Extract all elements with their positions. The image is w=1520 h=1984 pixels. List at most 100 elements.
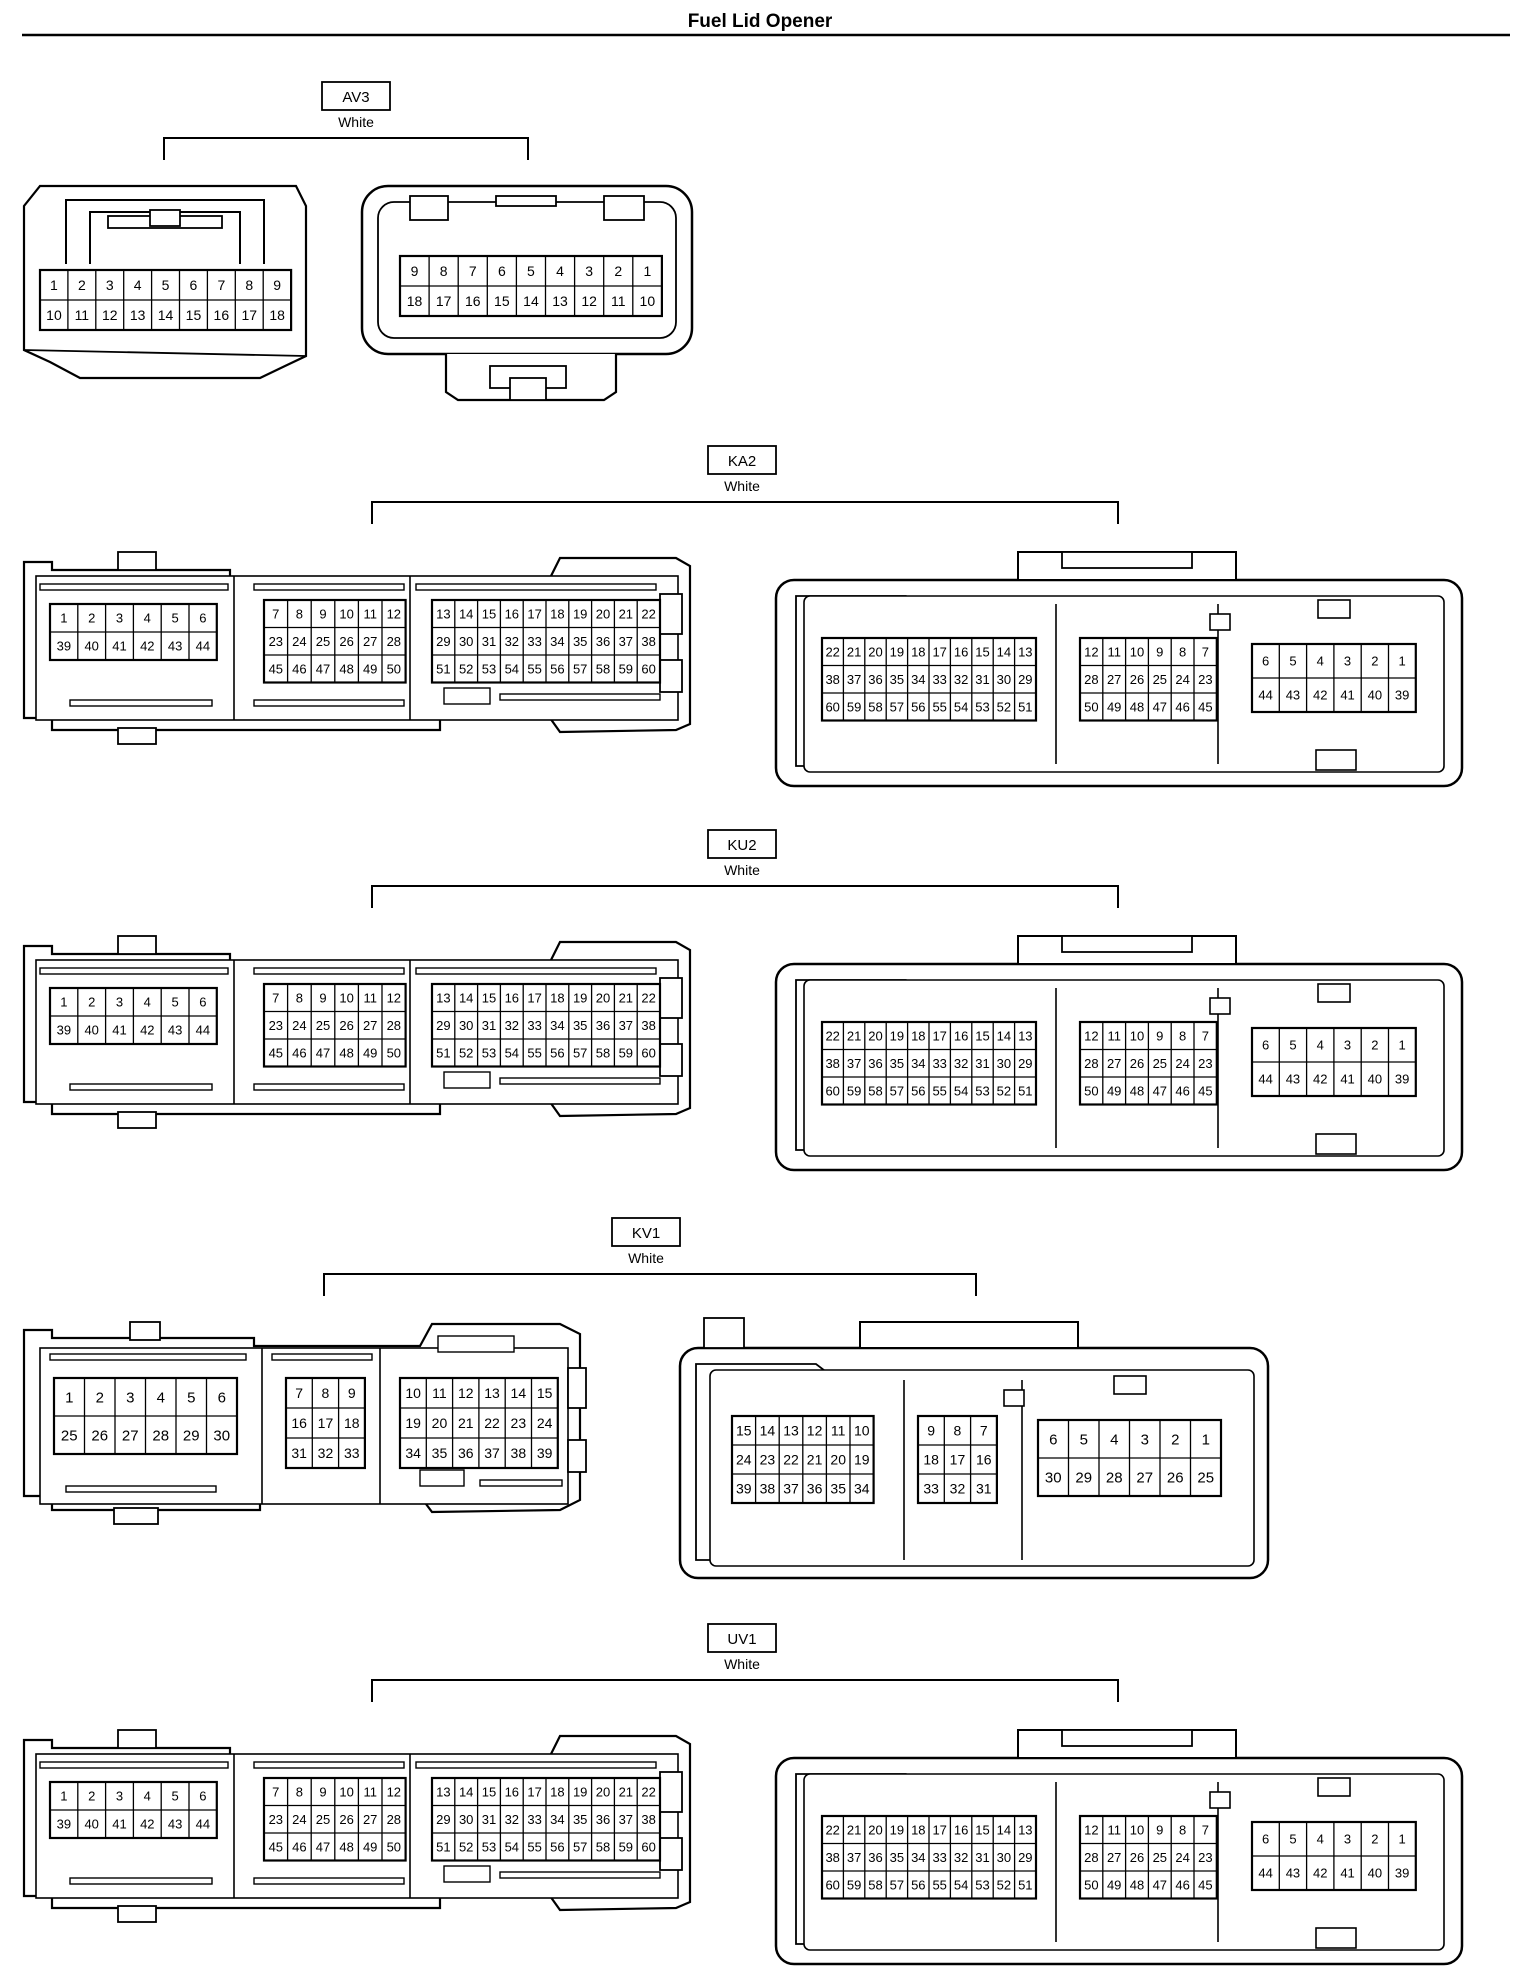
pin-number: 8 bbox=[1179, 1028, 1186, 1043]
pin-number: 21 bbox=[847, 1028, 861, 1043]
pin-number: 4 bbox=[1110, 1431, 1118, 1448]
pin-number: 11 bbox=[75, 307, 90, 323]
rib bbox=[65, 1485, 217, 1493]
pin-number: 35 bbox=[432, 1445, 448, 1461]
pin-number: 11 bbox=[1107, 1028, 1121, 1043]
pin-number: 10 bbox=[46, 307, 62, 323]
pin-number: 13 bbox=[484, 1385, 500, 1401]
pin-number: 1 bbox=[60, 611, 67, 626]
pin-number: 36 bbox=[868, 1056, 882, 1071]
pin-number: 50 bbox=[1084, 699, 1098, 714]
pin-number: 9 bbox=[319, 606, 326, 621]
pin-number: 46 bbox=[1175, 1083, 1189, 1098]
pin-number: 15 bbox=[975, 1822, 989, 1837]
pin-number: 25 bbox=[61, 1427, 78, 1444]
pin-number: 3 bbox=[585, 263, 593, 279]
rib bbox=[69, 699, 213, 707]
pin-number: 17 bbox=[241, 307, 257, 323]
pin-number: 29 bbox=[1075, 1469, 1092, 1486]
lock-window bbox=[659, 1837, 683, 1871]
pin-number: 10 bbox=[640, 293, 656, 309]
pin-number: 47 bbox=[316, 1045, 330, 1060]
pin-number: 31 bbox=[976, 1481, 992, 1497]
pin-number: 60 bbox=[641, 1045, 655, 1060]
pin-number: 45 bbox=[1198, 1083, 1212, 1098]
lock-window bbox=[659, 593, 683, 635]
pin-number: 3 bbox=[1344, 654, 1351, 669]
housing-edge bbox=[23, 349, 307, 357]
connector-id-box bbox=[321, 81, 391, 111]
pin-number: 13 bbox=[1018, 1028, 1032, 1043]
pin-number: 8 bbox=[440, 263, 448, 279]
pin-number: 20 bbox=[868, 644, 882, 659]
key-slot bbox=[603, 195, 645, 221]
pin-number: 36 bbox=[868, 1850, 882, 1865]
pin-number: 40 bbox=[1368, 688, 1382, 703]
pin-number: 38 bbox=[825, 1850, 839, 1865]
pin-number: 25 bbox=[1153, 672, 1167, 687]
rib bbox=[443, 1071, 491, 1089]
pin-number: 7 bbox=[217, 277, 225, 293]
pin-number: 27 bbox=[363, 1812, 377, 1827]
pin-number: 53 bbox=[482, 1045, 496, 1060]
pin-number: 42 bbox=[140, 1023, 154, 1038]
pin-number: 31 bbox=[975, 672, 989, 687]
pin-number: 5 bbox=[527, 263, 535, 279]
connector-color: White bbox=[724, 478, 760, 494]
pin-number: 34 bbox=[911, 1056, 925, 1071]
latch-bar bbox=[859, 1321, 1079, 1349]
pin-number: 44 bbox=[1258, 1072, 1272, 1087]
pin-number: 29 bbox=[1018, 1056, 1032, 1071]
pin-number: 4 bbox=[134, 277, 142, 293]
pin-number: 12 bbox=[387, 606, 401, 621]
pin-number: 33 bbox=[932, 672, 946, 687]
pin-number: 30 bbox=[997, 1056, 1011, 1071]
rib bbox=[499, 693, 661, 701]
pin-number: 41 bbox=[1340, 1072, 1354, 1087]
connector-id-box bbox=[611, 1217, 681, 1247]
pin-number: 40 bbox=[84, 1817, 98, 1832]
pin-number: 13 bbox=[436, 606, 450, 621]
pin-number: 43 bbox=[168, 639, 182, 654]
pin-number: 5 bbox=[187, 1389, 195, 1406]
pin-number: 3 bbox=[116, 1789, 123, 1804]
pin-number: 25 bbox=[1153, 1056, 1167, 1071]
rib bbox=[443, 687, 491, 705]
pin-number: 36 bbox=[596, 1018, 610, 1033]
pin-number: 12 bbox=[387, 1784, 401, 1799]
pin-number: 4 bbox=[144, 611, 151, 626]
lock-tab bbox=[509, 377, 547, 401]
pin-number: 27 bbox=[122, 1427, 139, 1444]
pin-number: 38 bbox=[641, 1018, 655, 1033]
pin-number: 30 bbox=[997, 672, 1011, 687]
pin-number: 32 bbox=[505, 1812, 519, 1827]
pin-number: 49 bbox=[1107, 699, 1121, 714]
pin-number: 22 bbox=[783, 1452, 799, 1468]
pin-number: 3 bbox=[1141, 1431, 1149, 1448]
pin-number: 55 bbox=[527, 661, 541, 676]
pin-number: 58 bbox=[596, 1839, 610, 1854]
pin-number: 19 bbox=[890, 1822, 904, 1837]
pin-number: 57 bbox=[890, 699, 904, 714]
pin-number: 49 bbox=[363, 1839, 377, 1854]
connector-id: KU2 bbox=[727, 837, 756, 854]
pin-number: 16 bbox=[976, 1452, 992, 1468]
pin-number: 1 bbox=[60, 1789, 67, 1804]
pin-number: 16 bbox=[954, 1028, 968, 1043]
key-slot bbox=[117, 1905, 157, 1923]
rib bbox=[499, 1871, 661, 1879]
pin-number: 32 bbox=[954, 672, 968, 687]
pin-number: 13 bbox=[1018, 1822, 1032, 1837]
pin-number: 53 bbox=[975, 1083, 989, 1098]
pin-number: 22 bbox=[825, 1028, 839, 1043]
pin-number: 30 bbox=[459, 634, 473, 649]
pin-number: 45 bbox=[1198, 1877, 1212, 1892]
pin-number: 19 bbox=[573, 990, 587, 1005]
pin-number: 27 bbox=[1107, 1850, 1121, 1865]
pin-number: 56 bbox=[550, 661, 564, 676]
pin-number: 44 bbox=[1258, 1866, 1272, 1881]
